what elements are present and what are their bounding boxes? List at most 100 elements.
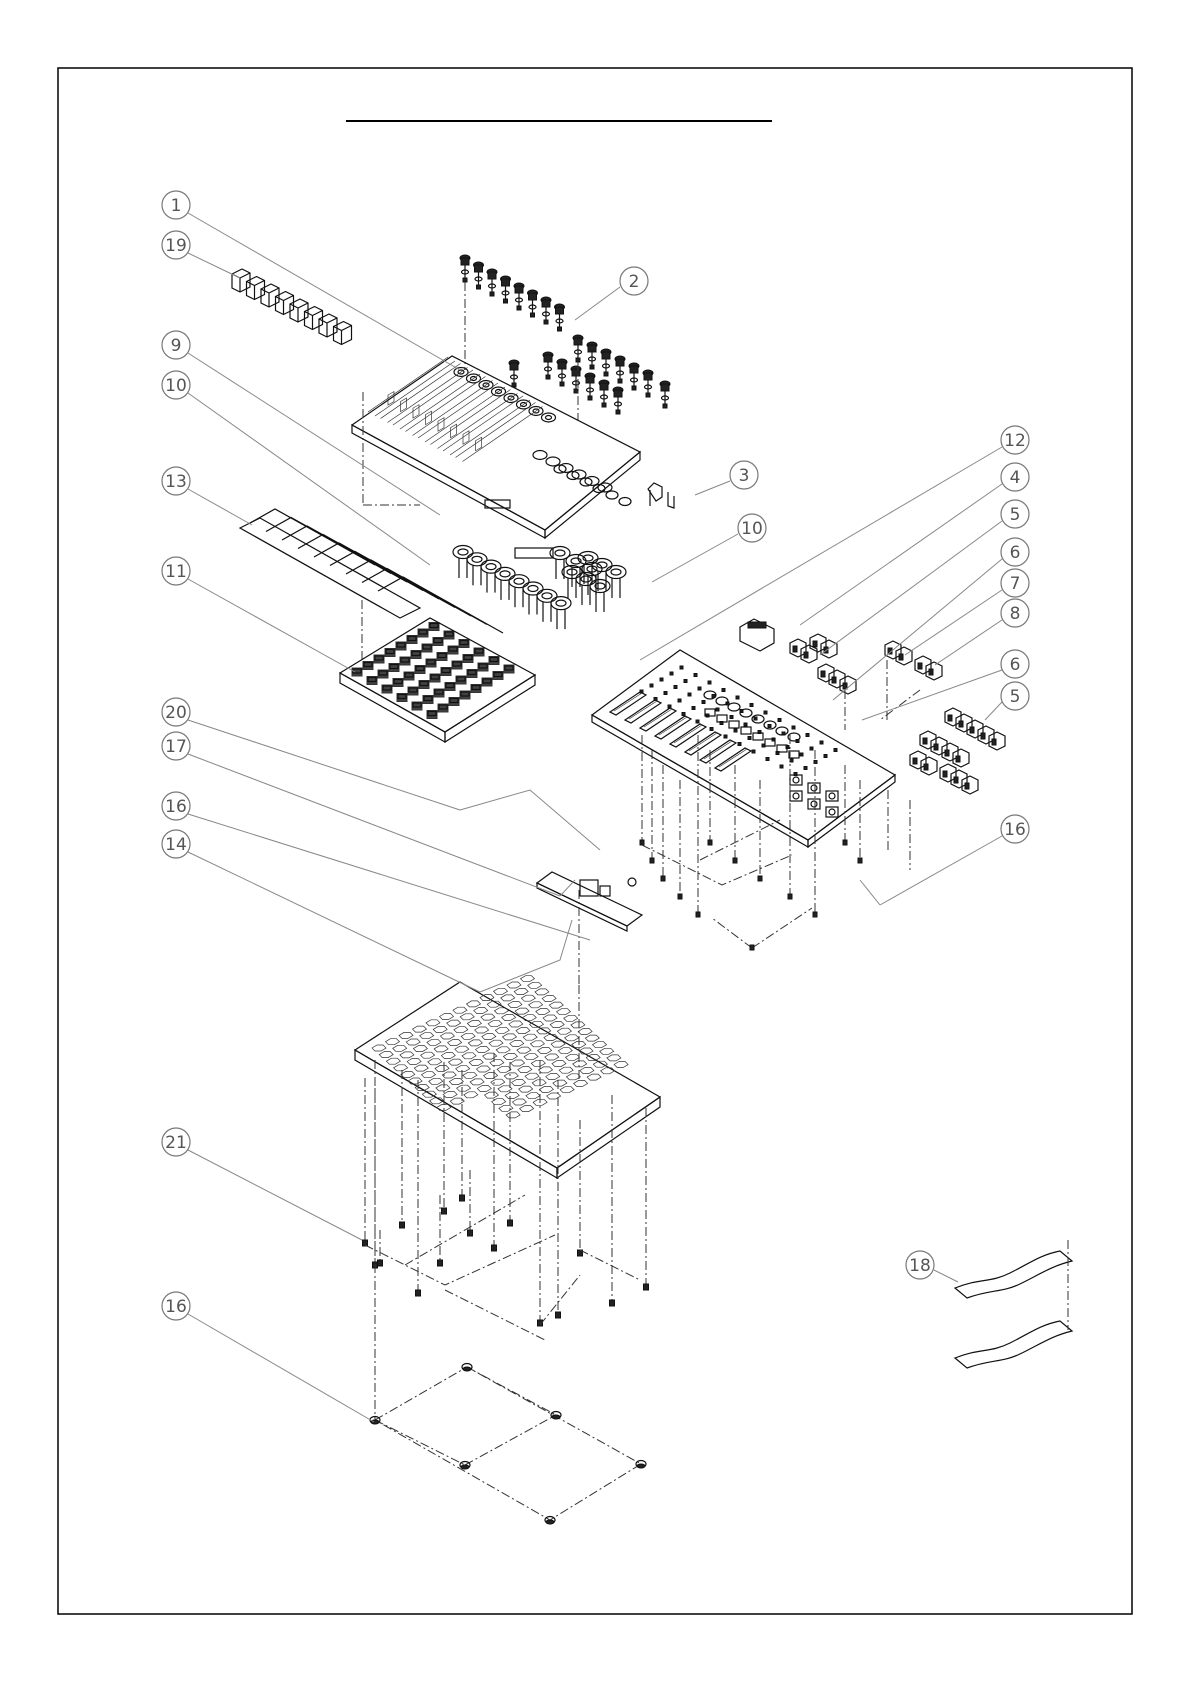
pot-ring — [537, 589, 557, 622]
svg-text:16: 16 — [1004, 820, 1026, 840]
svg-text:11: 11 — [165, 562, 187, 582]
knob — [557, 359, 567, 386]
callout-19: 19 — [162, 231, 190, 259]
pot-ring — [576, 573, 596, 606]
pot-ring — [606, 566, 626, 599]
svg-text:12: 12 — [1004, 431, 1026, 451]
callout-18: 18 — [906, 1251, 934, 1279]
callout-21: 21 — [162, 1128, 190, 1156]
svg-text:17: 17 — [165, 737, 187, 757]
rubber-foot — [545, 1517, 555, 1525]
pot-ring — [453, 546, 473, 579]
callout-6: 6 — [1001, 650, 1029, 678]
part-screws — [363, 890, 649, 1340]
svg-text:2: 2 — [629, 272, 640, 292]
callout-5: 5 — [1001, 500, 1029, 528]
connector — [945, 708, 1005, 750]
pot-ring — [481, 560, 501, 593]
knob — [629, 363, 639, 390]
svg-text:8: 8 — [1010, 604, 1021, 624]
leader-lines — [188, 213, 1002, 1422]
callout-16: 16 — [162, 1292, 190, 1320]
knob — [615, 356, 625, 383]
pot-ring — [590, 580, 610, 613]
svg-text:9: 9 — [171, 336, 182, 356]
knob — [660, 381, 670, 408]
callout-4: 4 — [1001, 463, 1029, 491]
rubber-foot — [551, 1412, 561, 1420]
callout-16: 16 — [162, 792, 190, 820]
part-small-pcb — [537, 872, 642, 931]
callout-10: 10 — [162, 371, 190, 399]
svg-text:10: 10 — [741, 519, 763, 539]
part-cables — [955, 1240, 1072, 1368]
callout-12: 12 — [1001, 426, 1029, 454]
callout-6: 6 — [1001, 538, 1029, 566]
callout-20: 20 — [162, 698, 190, 726]
knob — [460, 255, 470, 282]
knob — [528, 290, 538, 317]
connector — [940, 764, 978, 794]
svg-text:13: 13 — [165, 472, 187, 492]
pot-ring — [551, 597, 571, 630]
part-main-pcb — [592, 650, 895, 950]
rubber-foot — [636, 1461, 646, 1469]
svg-text:14: 14 — [165, 835, 187, 855]
knob — [643, 370, 653, 397]
knob — [514, 283, 524, 310]
svg-text:6: 6 — [1010, 655, 1021, 675]
svg-text:1: 1 — [171, 196, 182, 216]
pot-ring — [523, 582, 543, 615]
callout-13: 13 — [162, 467, 190, 495]
knob — [601, 349, 611, 376]
knob — [573, 335, 583, 362]
svg-text:4: 4 — [1010, 468, 1021, 488]
svg-text:7: 7 — [1010, 574, 1021, 594]
knob — [613, 387, 623, 414]
part-bottom-case — [355, 976, 660, 1178]
part-fader-caps — [232, 269, 352, 345]
callout-7: 7 — [1001, 569, 1029, 597]
callout-3: 3 — [730, 461, 758, 489]
knob — [541, 297, 551, 324]
callout-11: 11 — [162, 557, 190, 585]
pot-ring — [495, 567, 515, 600]
callout-14: 14 — [162, 830, 190, 858]
knob — [474, 262, 484, 289]
svg-text:16: 16 — [165, 1297, 187, 1317]
callout-8: 8 — [1001, 599, 1029, 627]
svg-text:18: 18 — [909, 1256, 931, 1276]
part-bracket — [648, 483, 674, 508]
rubber-foot — [462, 1364, 472, 1372]
callout-5: 5 — [1001, 682, 1029, 710]
pot-ring — [467, 553, 487, 586]
svg-text:3: 3 — [739, 466, 750, 486]
connector — [910, 751, 937, 775]
knob — [543, 352, 553, 379]
part-feet — [370, 1060, 646, 1524]
callout-10: 10 — [738, 514, 766, 542]
sheet-border — [58, 68, 1132, 1614]
callout-2: 2 — [620, 267, 648, 295]
knob — [501, 276, 511, 303]
svg-text:16: 16 — [165, 797, 187, 817]
svg-text:6: 6 — [1010, 543, 1021, 563]
knob — [487, 269, 497, 296]
knob — [571, 366, 581, 393]
callout-17: 17 — [162, 732, 190, 760]
knob — [585, 373, 595, 400]
callout-9: 9 — [162, 331, 190, 359]
part-top-panel — [352, 356, 640, 558]
connector — [915, 656, 942, 680]
svg-text:5: 5 — [1010, 505, 1021, 525]
pot-ring — [509, 575, 529, 608]
connector — [818, 664, 856, 694]
rubber-foot — [460, 1462, 470, 1470]
part-flex-strip — [240, 509, 503, 660]
svg-text:20: 20 — [165, 703, 187, 723]
knob — [599, 380, 609, 407]
knob — [509, 360, 519, 387]
svg-text:10: 10 — [165, 376, 187, 396]
knob — [555, 304, 565, 331]
